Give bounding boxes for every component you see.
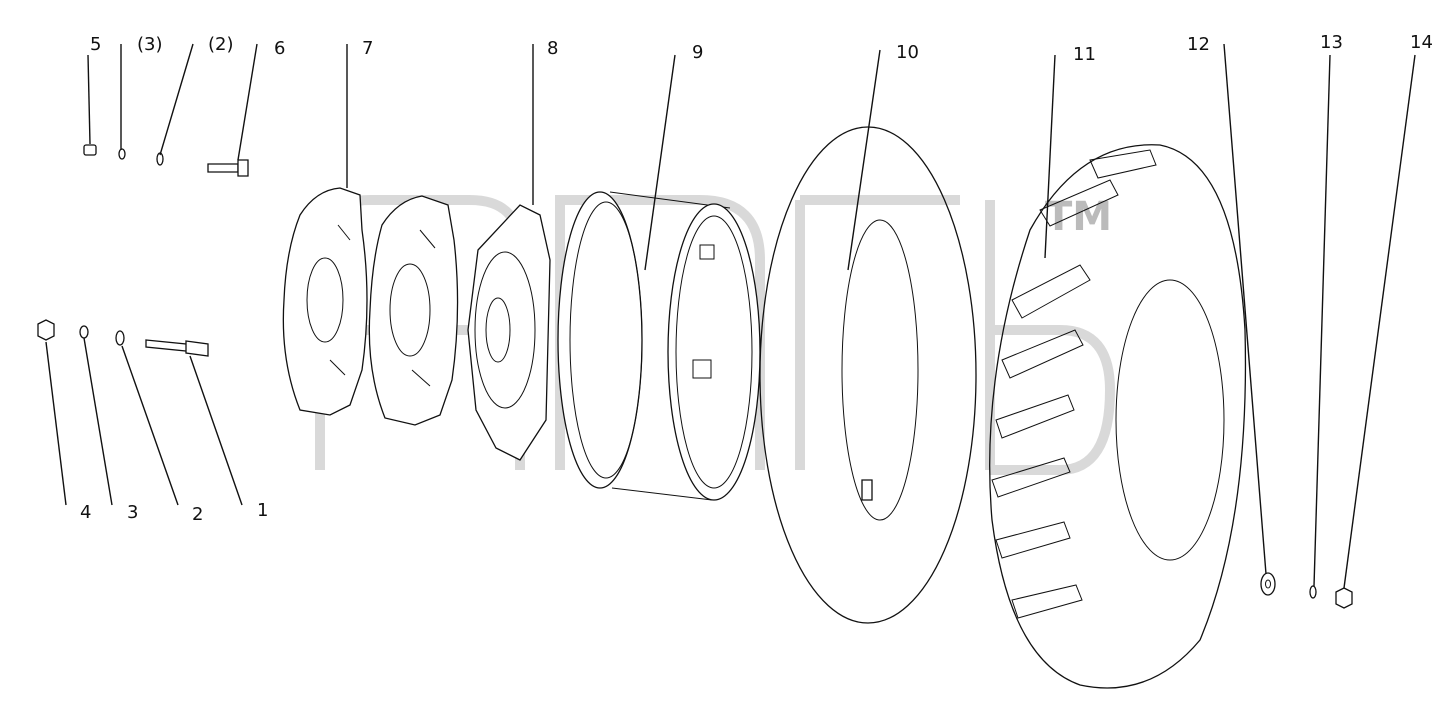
label-14: 14 — [1410, 32, 1433, 53]
label-5: 5 — [90, 34, 101, 55]
label-3-parenthesized: (3) — [137, 34, 163, 55]
label-2-parenthesized: (2) — [208, 34, 234, 55]
part-10-inner-tube — [759, 126, 977, 624]
part-14-nut — [1335, 587, 1353, 609]
part-12-washer — [1260, 572, 1276, 596]
part-4-nut — [37, 319, 55, 341]
part-1-stud — [145, 339, 209, 357]
label-10: 10 — [896, 42, 919, 63]
part-labels: 5 (3) (2) 6 7 8 9 10 11 12 13 14 4 3 2 1 — [80, 32, 1433, 525]
label-7: 7 — [362, 38, 373, 59]
part-3-washer-top — [118, 148, 126, 160]
part-11-tire — [989, 144, 1247, 689]
label-4: 4 — [80, 502, 91, 523]
label-11: 11 — [1073, 44, 1096, 65]
label-8: 8 — [547, 38, 558, 59]
part-8-hub-disc — [467, 204, 551, 461]
watermark-tm: TM — [1045, 194, 1112, 240]
label-12: 12 — [1187, 34, 1210, 55]
part-13-spring-washer — [1309, 585, 1317, 599]
label-3: 3 — [127, 502, 138, 523]
label-6: 6 — [274, 38, 285, 59]
part-9-rim — [557, 191, 761, 501]
part-2-spring-washer — [115, 330, 125, 346]
part-7-weight-plate-back — [368, 195, 459, 426]
label-1: 1 — [257, 500, 268, 521]
part-6-bolt — [207, 159, 249, 177]
label-2: 2 — [192, 504, 203, 525]
part-3-washer — [79, 325, 89, 339]
leader-lines — [45, 43, 1416, 589]
part-5-nut — [83, 144, 97, 156]
label-9: 9 — [692, 42, 703, 63]
part-7-weight-plate-front — [282, 187, 368, 416]
label-13: 13 — [1320, 32, 1343, 53]
